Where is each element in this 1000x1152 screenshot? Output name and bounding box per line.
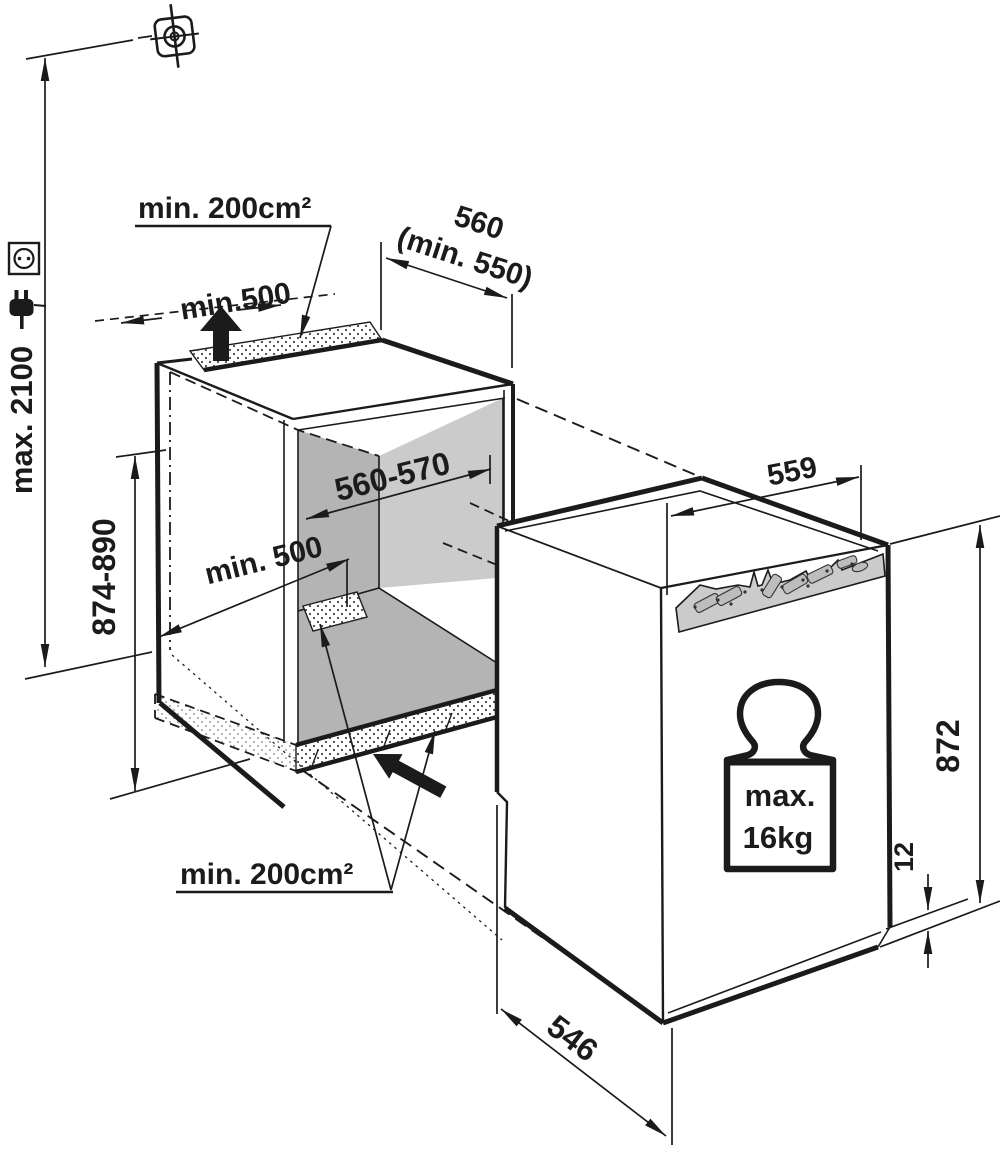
dim-niche-depth: 560 (min. 550) xyxy=(380,200,537,368)
ceiling-fixing-point-icon xyxy=(25,4,199,68)
svg-text:12: 12 xyxy=(889,842,919,872)
svg-text:546: 546 xyxy=(540,1008,604,1069)
appliance: max. 16kg xyxy=(494,475,893,1026)
airflow-front-arrow-icon xyxy=(373,754,447,798)
svg-text:min. 200cm²: min. 200cm² xyxy=(138,192,311,225)
max-door-weight-icon: max. 16kg xyxy=(723,678,837,873)
power-plug-icon xyxy=(9,290,47,329)
dim-ceiling-max: max. 2100 xyxy=(4,58,153,680)
label-top-vent: min. 200cm² xyxy=(135,192,332,339)
niche-left-inner-wall xyxy=(298,430,379,611)
power-socket-icon xyxy=(7,241,41,276)
door-load-value-label: 16kg xyxy=(743,820,814,855)
svg-text:min. 200cm²: min. 200cm² xyxy=(180,858,353,891)
label-bottom-vent: min. 200cm² xyxy=(176,623,436,894)
svg-text:874-890: 874-890 xyxy=(86,518,122,635)
dim-niche-height: 874-890 xyxy=(86,449,251,800)
dim-door-gap: 12 xyxy=(885,842,969,968)
bottom-vent-strip xyxy=(295,687,498,775)
svg-text:min.500: min.500 xyxy=(178,277,294,327)
hidden-vent-strip xyxy=(154,693,297,772)
svg-text:872: 872 xyxy=(930,719,966,772)
airflow-up-arrow-icon xyxy=(200,306,242,361)
top-vent-strip xyxy=(188,321,384,373)
dim-side-clearance: min.500 xyxy=(94,277,336,327)
dim-appliance-height: 872 xyxy=(879,515,1000,948)
dim-appliance-width: 559 xyxy=(666,451,862,595)
door-load-max-label: max. xyxy=(745,778,816,813)
svg-text:max. 2100: max. 2100 xyxy=(4,346,39,494)
mounting-bracket-strip xyxy=(675,552,886,634)
